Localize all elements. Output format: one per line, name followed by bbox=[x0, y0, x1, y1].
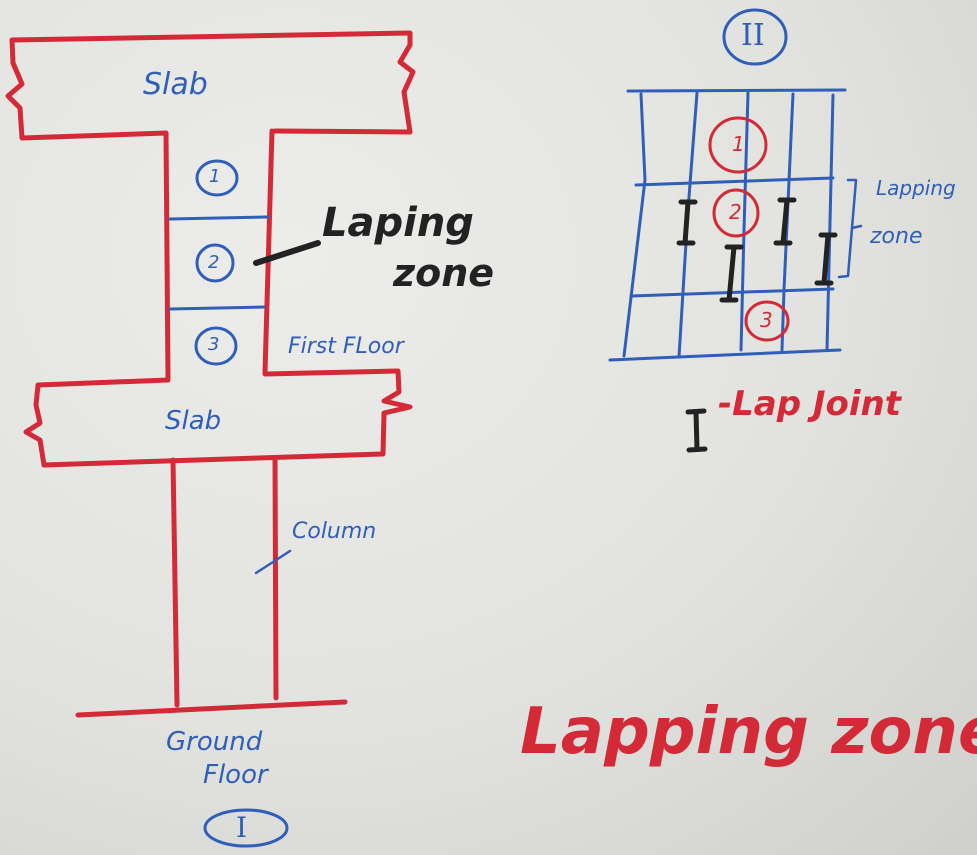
grid-bar-1 bbox=[622, 92, 647, 358]
lap-joint-1 bbox=[676, 199, 698, 246]
lower-column-left-edge bbox=[170, 457, 180, 708]
laping-zone-label-line2: zone bbox=[393, 251, 495, 295]
upper-column-left-edge bbox=[163, 130, 171, 381]
fig2-bar-label-1: 1 bbox=[732, 132, 745, 156]
lapping-zone-bracket bbox=[837, 178, 863, 279]
middle-slab-label: Slab bbox=[165, 406, 222, 436]
fig1-circle-2 bbox=[195, 243, 235, 283]
grid-top-line bbox=[626, 88, 847, 93]
lap-joint-3 bbox=[719, 244, 744, 303]
first-floor-label: First FLoor bbox=[288, 334, 404, 359]
main-title: Lapping zone bbox=[520, 695, 977, 769]
figure-2-drawing bbox=[608, 8, 863, 362]
column-pointer bbox=[254, 549, 292, 575]
grid-bar-3 bbox=[739, 91, 750, 352]
fig1-circle-1 bbox=[195, 159, 239, 197]
top-slab-label: Slab bbox=[143, 67, 208, 102]
lap-joint-2 bbox=[773, 197, 797, 246]
grid-bar-4 bbox=[780, 92, 795, 352]
lapping-zone-label-line2: zone bbox=[870, 224, 923, 249]
fig2-bar-label-2: 2 bbox=[729, 200, 742, 224]
column-label: Column bbox=[292, 519, 377, 544]
ground-line bbox=[75, 699, 348, 718]
upper-column-right-edge bbox=[262, 128, 275, 375]
figure-1-drawing bbox=[5, 30, 416, 848]
lower-column-right-edge bbox=[272, 455, 279, 701]
fig1-bar-label-2: 2 bbox=[208, 252, 220, 273]
top-slab-outline bbox=[5, 30, 416, 141]
laping-zone-pointer bbox=[253, 240, 321, 266]
fig1-number-ellipse bbox=[203, 808, 289, 848]
figure-2-number: II bbox=[741, 18, 765, 53]
fig1-circle-3 bbox=[194, 326, 238, 366]
figure-1-number: I bbox=[236, 811, 248, 844]
fig1-bar-label-3: 3 bbox=[208, 334, 220, 355]
legend-lap-joint-text: -Lap Joint bbox=[718, 384, 902, 424]
ground-floor-label-line1: Ground bbox=[166, 727, 263, 757]
fig2-bar-label-3: 3 bbox=[760, 308, 773, 332]
grid-bar-5 bbox=[825, 93, 835, 352]
lap-joint-4 bbox=[814, 232, 838, 286]
middle-slab-outline bbox=[23, 368, 413, 468]
legend-joint-symbol bbox=[685, 408, 708, 453]
fig2-circle-3 bbox=[744, 300, 790, 342]
fig2-circle-2 bbox=[712, 188, 760, 238]
grid-line-2 bbox=[634, 176, 835, 187]
lapping-zone-label-line1: Lapping bbox=[876, 176, 956, 200]
laping-zone-label-line1: Laping bbox=[322, 200, 474, 246]
lap-divider-bottom bbox=[168, 305, 266, 311]
fig1-bar-label-1: 1 bbox=[209, 166, 221, 187]
grid-bottom-line bbox=[608, 348, 842, 362]
lap-divider-top bbox=[168, 215, 270, 221]
ground-floor-label-line2: Floor bbox=[203, 760, 268, 790]
fig2-number-ellipse bbox=[722, 8, 788, 66]
fig2-circle-1 bbox=[708, 116, 768, 174]
